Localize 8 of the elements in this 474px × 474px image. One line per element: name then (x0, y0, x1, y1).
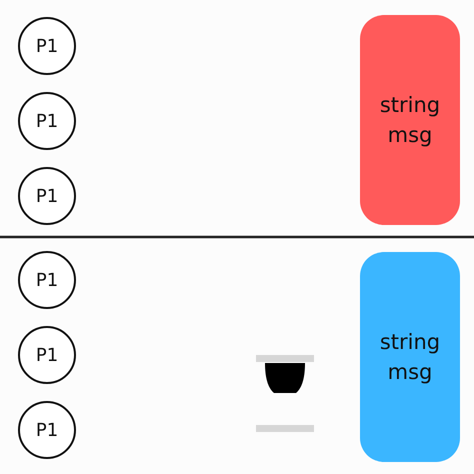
circle-node: P1 (18, 167, 76, 225)
message-box: string msg (360, 15, 460, 225)
circle-node: P1 (18, 17, 76, 75)
circle-node: P1 (18, 326, 76, 384)
circle-node: P1 (18, 92, 76, 150)
message-box: string msg (360, 252, 460, 462)
circle-node: P1 (18, 251, 76, 309)
circle-node: P1 (18, 401, 76, 459)
